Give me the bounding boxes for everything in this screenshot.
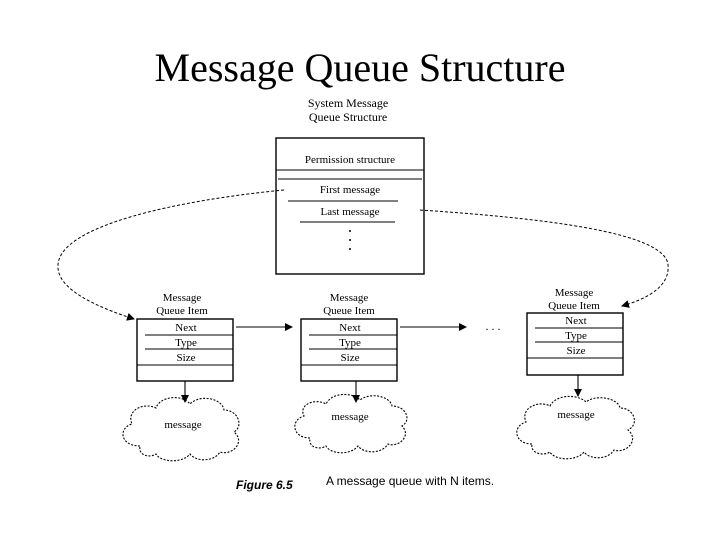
system-queue-label-line1: System Message	[308, 96, 388, 110]
item-3-next-field: Next	[565, 315, 586, 327]
item-1-label-line1: Message	[163, 292, 202, 304]
item-3-type-field: Type	[565, 330, 587, 342]
system-queue-box	[275, 137, 425, 275]
item-3-label-line1: Message	[555, 287, 594, 299]
system-queue-label-line2: Queue Structure	[309, 110, 387, 124]
message-queue-item-2: Message Queue Item Next Type Size	[300, 292, 398, 382]
figure-number: Figure 6.5	[236, 478, 293, 492]
item-1-next-field: Next	[175, 322, 196, 334]
message-cloud-3: message	[516, 395, 635, 460]
item-3-label-line2: Queue Item	[548, 300, 600, 312]
message-cloud-1: message	[122, 397, 240, 462]
message-cloud-shape	[294, 393, 408, 454]
vertical-ellipsis-dot	[349, 230, 351, 232]
item-3-size-field: Size	[567, 345, 586, 357]
vertical-ellipsis-dot	[349, 239, 351, 241]
message-cloud-shape	[122, 397, 240, 462]
item-1-size-field: Size	[177, 352, 196, 364]
item-2-next-field: Next	[339, 322, 360, 334]
vertical-ellipsis-dot	[349, 248, 351, 250]
message-cloud-1-label: message	[164, 419, 201, 431]
message-cloud-2: message	[294, 393, 408, 454]
message-cloud-3-label: message	[557, 409, 594, 421]
item-1-label-line2: Queue Item	[156, 305, 208, 317]
first-message-pointer-arrow	[57, 189, 285, 321]
message-cloud-2-label: message	[331, 411, 368, 423]
item-2-label-line1: Message	[330, 292, 369, 304]
item-3-box	[526, 312, 624, 376]
item-2-label-line2: Queue Item	[323, 305, 375, 317]
figure-caption: Figure 6.5 A message queue with N items.	[236, 474, 494, 492]
slide-title: Message Queue Structure	[154, 45, 566, 90]
message-queue-item-1: Message Queue Item Next Type Size	[136, 292, 234, 382]
item-2-size-field: Size	[341, 352, 360, 364]
system-queue-structure: System Message Queue Structure Permissio…	[275, 96, 425, 275]
message-queue-item-3: Message Queue Item Next Type Size	[526, 287, 624, 376]
item-1-type-field: Type	[175, 337, 197, 349]
horizontal-ellipsis: . . .	[486, 319, 501, 333]
first-message-field: First message	[320, 184, 380, 196]
message-cloud-shape	[516, 395, 635, 460]
item-2-type-field: Type	[339, 337, 361, 349]
item-2-box	[300, 318, 398, 382]
figure-caption-text: A message queue with N items.	[326, 474, 494, 488]
last-message-field: Last message	[321, 206, 380, 218]
permission-structure-field: Permission structure	[305, 154, 395, 166]
last-message-pointer-arrow	[419, 209, 669, 308]
